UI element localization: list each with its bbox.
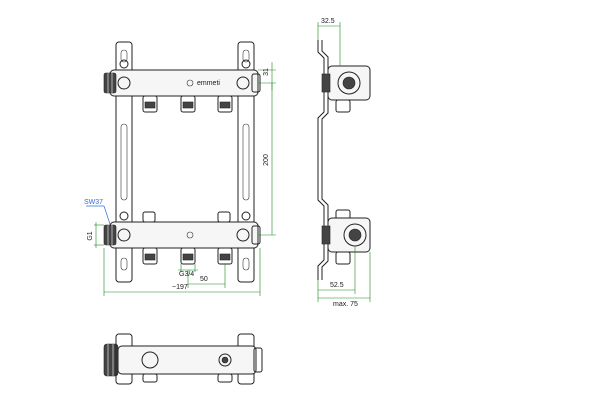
- front-view: emmeti: [84, 41, 276, 296]
- dimension-max-75-label: max. 75: [333, 301, 358, 308]
- dimension-52-5: 52.5: [317, 246, 356, 302]
- side-top-valve: [321, 65, 371, 113]
- dimension-52-5-label: 52.5: [330, 282, 344, 289]
- bottom-view: [103, 333, 263, 385]
- side-view: 32.5 52.5 max. 75: [317, 18, 371, 308]
- brand-logo: emmeti: [197, 80, 220, 87]
- dimension-31-label: 31: [263, 68, 270, 76]
- dimension-50-label: 50: [200, 276, 208, 283]
- dimension-197-label: ~197: [172, 284, 188, 291]
- left-bracket: [115, 41, 133, 283]
- g1-label: G1: [87, 231, 94, 240]
- dimension-31: 31: [258, 62, 276, 90]
- dimension-32-5: 32.5: [317, 18, 341, 66]
- right-bracket: [237, 41, 255, 283]
- top-manifold: emmeti: [103, 59, 261, 113]
- g1-dimension: G1: [87, 222, 104, 248]
- dimension-200: 200: [258, 83, 276, 236]
- dimension-max-75: max. 75: [318, 252, 371, 308]
- bottom-manifold: [103, 211, 261, 265]
- side-bottom-valve: [321, 209, 371, 265]
- g34-label: G3/4: [179, 271, 194, 278]
- dimension-200-label: 200: [263, 154, 270, 166]
- sw37-callout: SW37: [84, 199, 111, 225]
- dimension-32-5-label: 32.5: [321, 18, 335, 25]
- dimension-50: 50: [187, 264, 226, 288]
- sw37-label: SW37: [84, 199, 103, 206]
- side-bracket-profile: [317, 40, 325, 280]
- dimension-197: ~197: [103, 248, 261, 296]
